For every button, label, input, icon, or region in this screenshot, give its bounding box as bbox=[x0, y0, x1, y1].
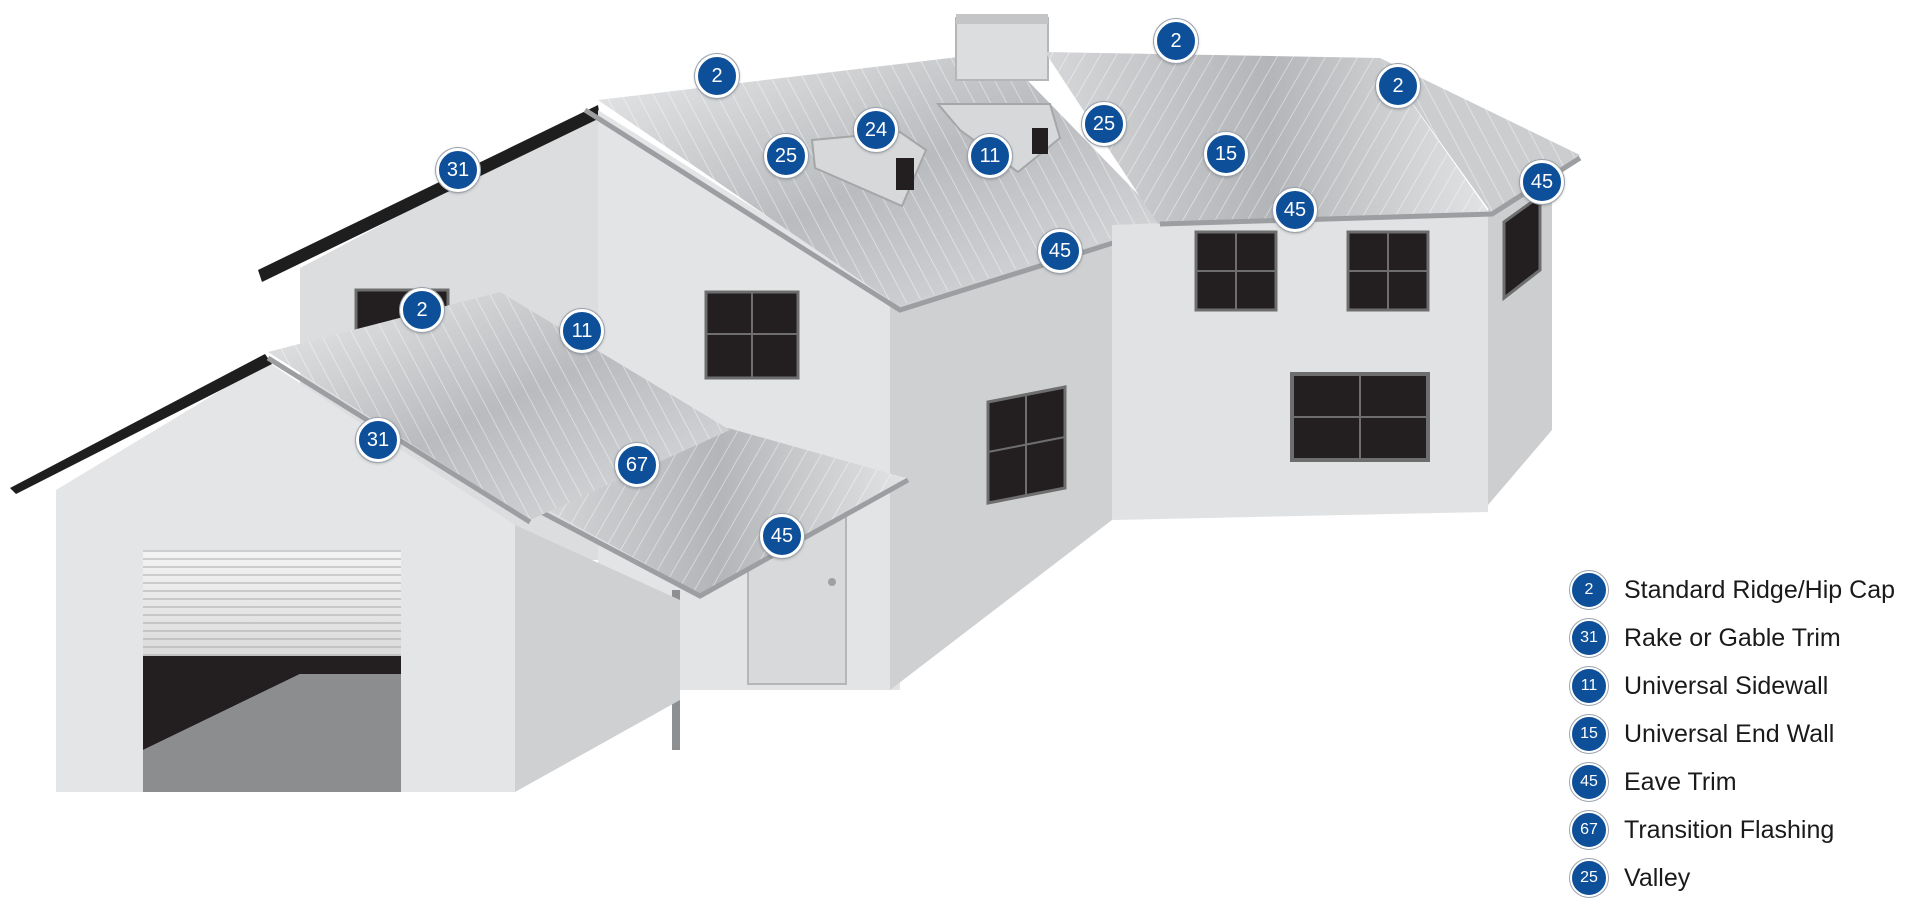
legend-number-badge: 25 bbox=[1570, 859, 1608, 897]
callout-valley-center: 25 bbox=[1082, 102, 1126, 146]
callout-eave-porch: 45 bbox=[760, 514, 804, 558]
callout-dormer-valley-left: 25 bbox=[764, 134, 808, 178]
chimney bbox=[955, 14, 1049, 81]
callout-rake-garage: 31 bbox=[356, 418, 400, 462]
legend-number-badge: 31 bbox=[1570, 619, 1608, 657]
callout-eave-right: 45 bbox=[1273, 188, 1317, 232]
legend-label: Rake or Gable Trim bbox=[1624, 623, 1841, 652]
callout-ridge-center: 2 bbox=[1154, 19, 1198, 63]
legend-number-badge: 15 bbox=[1570, 715, 1608, 753]
legend-number-badge: 45 bbox=[1570, 763, 1608, 801]
legend-label: Standard Ridge/Hip Cap bbox=[1624, 575, 1895, 604]
legend-item: 31 Rake or Gable Trim bbox=[1570, 614, 1915, 662]
legend-item: 15 Universal End Wall bbox=[1570, 710, 1915, 758]
legend-number-badge: 67 bbox=[1570, 811, 1608, 849]
callout-end-wall-dormer: 15 bbox=[1204, 132, 1248, 176]
legend-item: 67 Transition Flashing bbox=[1570, 806, 1915, 854]
legend-item: 25 Valley bbox=[1570, 854, 1915, 902]
legend-item: 45 Eave Trim bbox=[1570, 758, 1915, 806]
legend-label: Transition Flashing bbox=[1624, 815, 1835, 844]
window bbox=[1502, 193, 1542, 302]
legend-number-badge: 2 bbox=[1570, 571, 1608, 609]
right-wing bbox=[1045, 52, 1582, 520]
callout-ridge-left: 2 bbox=[695, 54, 739, 98]
callout-eave-main: 45 bbox=[1038, 229, 1082, 273]
garage bbox=[10, 292, 730, 792]
callout-dormer-24: 24 bbox=[854, 108, 898, 152]
legend-label: Valley bbox=[1624, 863, 1691, 892]
callout-sidewall-dormer: 11 bbox=[968, 134, 1012, 178]
callout-sidewall-garage: 11 bbox=[560, 309, 604, 353]
legend: 2 Standard Ridge/Hip Cap 31 Rake or Gable T… bbox=[1570, 566, 1915, 902]
legend-item: 11 Universal Sidewall bbox=[1570, 662, 1915, 710]
legend-label: Universal Sidewall bbox=[1624, 671, 1829, 700]
legend-item: 2 Standard Ridge/Hip Cap bbox=[1570, 566, 1915, 614]
legend-label: Universal End Wall bbox=[1624, 719, 1835, 748]
callout-rake-upper: 31 bbox=[436, 148, 480, 192]
callout-ridge-garage: 2 bbox=[400, 288, 444, 332]
callout-transition: 67 bbox=[615, 443, 659, 487]
callout-eave-far-right: 45 bbox=[1520, 160, 1564, 204]
legend-number-badge: 11 bbox=[1570, 667, 1608, 705]
legend-label: Eave Trim bbox=[1624, 767, 1737, 796]
callout-ridge-right: 2 bbox=[1376, 64, 1420, 108]
